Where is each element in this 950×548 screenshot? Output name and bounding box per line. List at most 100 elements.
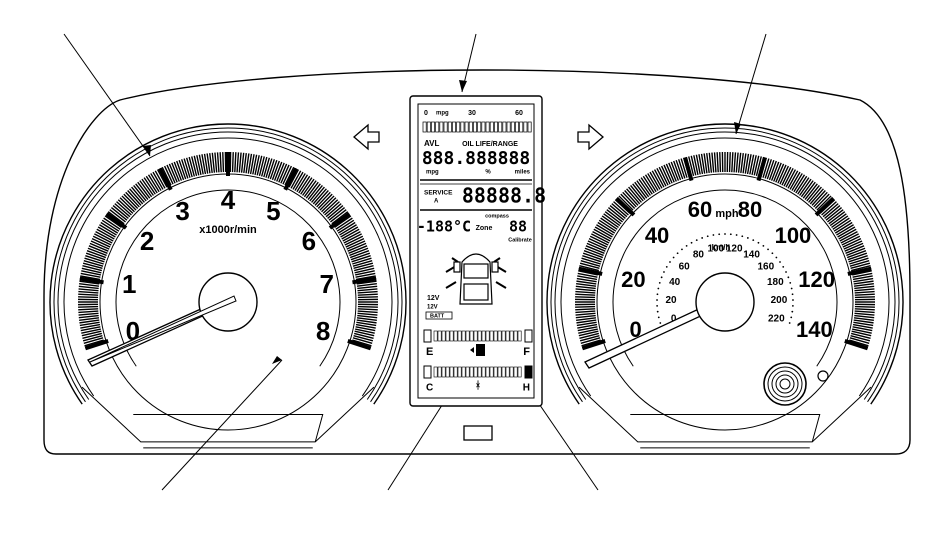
kmh-dot bbox=[741, 235, 743, 237]
kmh-dot bbox=[789, 322, 791, 324]
kmh-dot bbox=[758, 242, 760, 244]
tach-tick bbox=[358, 294, 378, 295]
tach-tick bbox=[301, 178, 312, 195]
kmh-dot bbox=[718, 233, 720, 235]
speedo-tick bbox=[854, 286, 874, 288]
mpg-bar-segment bbox=[524, 122, 527, 132]
fuel-e-label: E bbox=[426, 346, 433, 358]
tach-tick bbox=[358, 313, 378, 315]
mpg-bar-segment bbox=[528, 122, 531, 132]
zone-label: Zone bbox=[476, 225, 493, 232]
kmh-dot bbox=[677, 252, 679, 254]
speedo-tick bbox=[734, 152, 735, 172]
temp-high-box bbox=[525, 366, 532, 378]
speedo-mph-40: 40 bbox=[645, 223, 669, 248]
mpg-scale-unit: mpg bbox=[436, 111, 449, 117]
fuel-bar-segment bbox=[438, 331, 441, 341]
tach-tick bbox=[358, 311, 378, 312]
speedo-tick bbox=[575, 297, 595, 298]
mpg-scale-60: 60 bbox=[515, 110, 523, 117]
tach-tick bbox=[78, 294, 98, 295]
kmh-dot bbox=[724, 233, 726, 235]
mpg-scale-0: 0 bbox=[424, 110, 428, 117]
kmh-dot bbox=[701, 237, 703, 239]
speedo-tick bbox=[855, 313, 875, 315]
fuel-bar-segment bbox=[446, 331, 449, 341]
fuel-f-label: F bbox=[523, 346, 530, 358]
tach-tick bbox=[223, 152, 224, 172]
kmh-dot bbox=[747, 237, 749, 239]
temp-bar-segment bbox=[514, 367, 517, 377]
temp-bar-segment bbox=[458, 367, 461, 377]
speedo-kmh-40: 40 bbox=[669, 277, 681, 288]
percent-sub-label: % bbox=[485, 170, 491, 176]
tach-tick bbox=[220, 152, 221, 172]
temp-bar-segment bbox=[506, 367, 509, 377]
speedo-tick bbox=[575, 292, 595, 293]
speedo-tick bbox=[717, 152, 718, 172]
speedo-major-tick bbox=[579, 269, 602, 274]
speedo-kmh-140: 140 bbox=[743, 250, 760, 261]
temp-bar-segment bbox=[470, 367, 473, 377]
fuel-bar-segment bbox=[494, 331, 497, 341]
segment-readout-top: 888.888888 bbox=[422, 148, 530, 169]
fuel-bar-segment bbox=[518, 331, 521, 341]
tach-number-8: 8 bbox=[316, 316, 330, 346]
mpg-bar-segment bbox=[486, 122, 489, 132]
mpg-bar-segment bbox=[452, 122, 455, 132]
speedo-tick bbox=[798, 178, 809, 195]
mpg-bar-segment bbox=[469, 122, 472, 132]
speedo-tick bbox=[575, 309, 595, 310]
temp-bar-segment bbox=[482, 367, 485, 377]
kmh-dot bbox=[771, 252, 773, 254]
temp-bar-segment bbox=[490, 367, 493, 377]
temp-bar-segment bbox=[454, 367, 457, 377]
speedo-mph-60: 60 bbox=[688, 197, 712, 222]
mpg-bar-segment bbox=[520, 122, 523, 132]
fuel-pump-icon bbox=[476, 344, 485, 356]
tach-number-3: 3 bbox=[175, 196, 189, 226]
speedo-tick bbox=[720, 152, 721, 172]
temp-bar-segment bbox=[510, 367, 513, 377]
tach-unit-label: x1000r/min bbox=[199, 224, 257, 236]
speedo-mph-20: 20 bbox=[621, 267, 645, 292]
outside-temp-readout: -188°C bbox=[417, 218, 471, 236]
kmh-dot bbox=[791, 288, 793, 290]
fuel-bar-segment bbox=[502, 331, 505, 341]
kmh-dot bbox=[707, 235, 709, 237]
speedo-hub bbox=[696, 273, 754, 331]
speedo-tick bbox=[855, 307, 875, 308]
speedo-tick bbox=[576, 289, 596, 291]
speedo-kmh-200: 200 bbox=[771, 295, 788, 306]
kmh-dot bbox=[736, 234, 738, 236]
service-a-label: A bbox=[434, 199, 439, 205]
tach-tick bbox=[237, 152, 238, 172]
tach-tick bbox=[78, 297, 98, 298]
speedo-tick bbox=[576, 316, 596, 318]
kmh-dot bbox=[792, 293, 794, 295]
kmh-dot bbox=[730, 233, 732, 235]
kmh-dot bbox=[779, 261, 781, 263]
gauge-base-inner bbox=[630, 414, 819, 441]
speedo-tick bbox=[855, 297, 875, 298]
kmh-dot bbox=[789, 282, 791, 284]
speedo-kmh-180: 180 bbox=[767, 277, 784, 288]
tach-tick bbox=[79, 289, 99, 291]
speedo-tick bbox=[739, 153, 741, 173]
speedo-tick bbox=[712, 153, 714, 173]
mpg-bar-segment bbox=[423, 122, 426, 132]
kmh-dot bbox=[767, 248, 769, 250]
fuel-bar-segment bbox=[454, 331, 457, 341]
turn-signal-right-icon bbox=[578, 125, 603, 149]
mpg-scale-30: 30 bbox=[468, 110, 476, 117]
speedo-tick bbox=[575, 311, 595, 312]
temp-bar-segment bbox=[498, 367, 501, 377]
speedo-tick bbox=[833, 218, 850, 229]
tach-tick bbox=[79, 313, 99, 315]
kmh-dot bbox=[686, 245, 688, 247]
mpg-bar-segment bbox=[431, 122, 434, 132]
kmh-dot bbox=[696, 239, 698, 241]
